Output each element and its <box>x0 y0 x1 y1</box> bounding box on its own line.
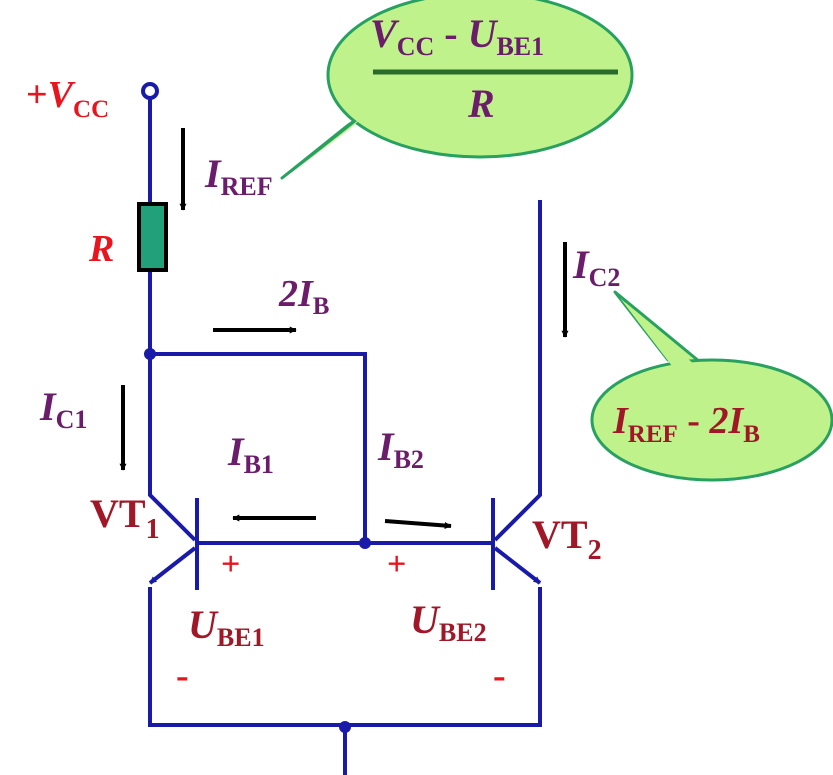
ic1-label: IC1 <box>39 384 87 434</box>
transistor-bars <box>195 498 495 590</box>
ube2-plus: + <box>387 546 406 583</box>
ube1-plus: + <box>221 546 240 583</box>
base-loop-wire <box>150 352 367 543</box>
formula-bubble-top <box>280 0 634 180</box>
supply-label: +VCC <box>26 74 109 123</box>
resistor-label: R <box>88 228 114 270</box>
ube2-minus: - <box>493 655 506 697</box>
vt2-label: VT2 <box>532 512 602 566</box>
formula-bubble-right <box>590 290 833 482</box>
left-supply-wire <box>148 97 197 542</box>
formula-right-text: IREF - 2IB <box>612 400 760 448</box>
ib2-label: IB2 <box>377 424 424 474</box>
ib1-label: IB1 <box>227 429 274 479</box>
vt1-emitter <box>148 546 197 585</box>
resistor <box>137 202 168 272</box>
ube2-label: UBE2 <box>410 597 487 647</box>
emitter-arrows <box>148 546 542 585</box>
ube1-label: UBE1 <box>188 602 265 652</box>
ib2-arrow <box>384 519 452 530</box>
node-dot-ground <box>339 721 351 733</box>
vt1-label: VT1 <box>90 491 160 545</box>
node-dot-base <box>359 537 371 549</box>
current-arrows <box>119 128 569 530</box>
twoib-label: 2IB <box>278 273 329 320</box>
ic2-label: IC2 <box>572 242 620 292</box>
iref-label: IREF <box>204 151 273 201</box>
node-dot-left <box>144 348 156 360</box>
formula-top-denominator: R <box>467 81 495 126</box>
formula-top-numerator: VCC - UBE1 <box>370 11 544 61</box>
circuit-wires <box>148 97 542 775</box>
right-collector-wire <box>493 200 542 542</box>
vt2-emitter <box>493 546 542 585</box>
supply-terminal <box>141 82 159 100</box>
ube1-minus: - <box>176 655 189 697</box>
